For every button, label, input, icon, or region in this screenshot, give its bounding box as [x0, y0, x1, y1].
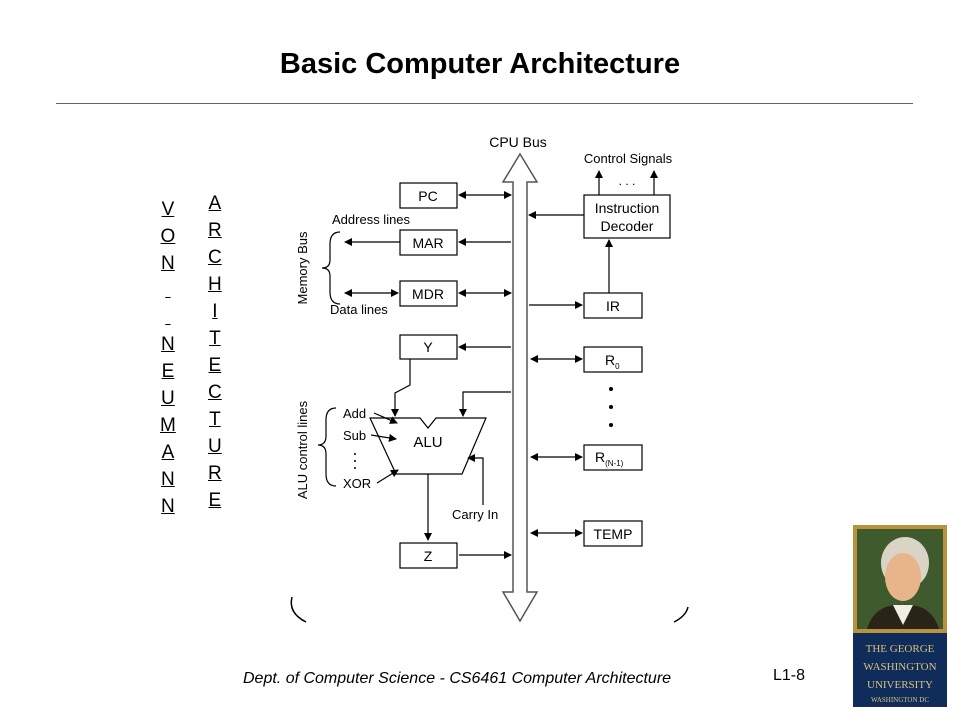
r0-register-box — [583, 346, 643, 373]
register-ellipsis-dot-3 — [609, 423, 613, 427]
architecture-letter: A — [208, 193, 222, 214]
architecture-letter: C — [208, 247, 222, 268]
instruction-decoder-box — [583, 194, 671, 239]
architecture-letter: U — [208, 436, 222, 457]
ir-register-label: IR — [606, 298, 620, 314]
temp-register-label: TEMP — [594, 526, 633, 542]
alu-xor-arrow — [376, 469, 399, 484]
von-neumann-letter: N — [161, 334, 175, 355]
alu-sub-label: Sub — [343, 428, 366, 443]
slide-title: Basic Computer Architecture — [279, 48, 681, 80]
control-signals-label: Control Signals — [584, 151, 673, 166]
alu-control-dot-3 — [354, 467, 356, 469]
von-neumann-letter: O — [160, 226, 176, 247]
alu-control-dot-1 — [354, 453, 356, 455]
von-neumann-letter: V — [161, 199, 175, 220]
z-register-box — [399, 542, 458, 569]
alu-sub-arrow — [370, 433, 397, 442]
architecture-letter: E — [208, 490, 222, 511]
ir-register-box — [583, 292, 643, 319]
alu-add-label: Add — [343, 406, 366, 421]
left-border-arc — [290, 596, 307, 623]
architecture-letter: T — [209, 328, 221, 349]
carry-in-label: Carry In — [452, 507, 498, 522]
data-lines-label: Data lines — [330, 302, 388, 317]
address-lines-label: Address lines — [332, 212, 411, 227]
von-neumann-letter: A — [161, 442, 175, 463]
y-register-label: Y — [423, 339, 433, 355]
von-neumann-letter: E — [161, 361, 175, 382]
instruction-decoder-label-line1: Instruction — [595, 200, 660, 216]
logo-text-line3: UNIVERSITY — [867, 679, 933, 691]
rn-register-label: R(N-1) — [595, 449, 624, 468]
cpu-bus-arrow — [501, 152, 539, 623]
alu-add-arrow — [373, 412, 398, 424]
title-divider — [56, 103, 913, 104]
pc-register-label: PC — [418, 188, 437, 204]
logo-text-line2: WASHINGTON — [863, 661, 936, 673]
von-neumann-letter: N — [161, 253, 175, 274]
instruction-decoder-label-line2: Decoder — [601, 218, 654, 234]
architecture-letter: E — [208, 355, 222, 376]
memory-bus-brace — [321, 231, 341, 305]
right-border-arc — [673, 606, 689, 623]
alu-control-dot-2 — [354, 460, 356, 462]
logo-text-panel — [853, 633, 947, 707]
mar-register-box — [399, 229, 458, 256]
architecture-letter: R — [208, 220, 222, 241]
footer-department: Dept. of Computer Science - CS6461 Compu… — [243, 670, 672, 687]
logo-text-line1: THE GEORGE — [866, 643, 935, 655]
rn-register-box — [583, 444, 643, 471]
alu-shape — [369, 417, 487, 475]
mdr-register-label: MDR — [412, 286, 444, 302]
y-register-box — [399, 334, 458, 360]
logo-portrait-face — [885, 553, 921, 601]
von-neumann-letter: U — [161, 388, 175, 409]
alu-xor-label: XOR — [343, 476, 371, 491]
architecture-letter: H — [208, 274, 222, 295]
register-ellipsis-dot-2 — [609, 405, 613, 409]
alu-control-lines-label: ALU control lines — [295, 400, 310, 499]
logo-text-line4: WASHINGTON DC — [871, 696, 929, 704]
von-neumann-letter: N — [161, 469, 175, 490]
mar-register-label: MAR — [412, 235, 443, 251]
register-ellipsis-dot-1 — [609, 387, 613, 391]
control-signals-dots: . . . — [619, 174, 636, 188]
alu-label: ALU — [413, 434, 442, 451]
architecture-letter: R — [208, 463, 222, 484]
cpu-bus-label: CPU Bus — [489, 134, 547, 150]
y-to-alu-arrow — [391, 359, 411, 417]
alu-control-brace — [317, 407, 337, 487]
carry-in-arrow — [467, 454, 484, 505]
gwu-logo: THE GEORGE WASHINGTON UNIVERSITY WASHING… — [853, 525, 947, 707]
z-register-label: Z — [424, 548, 433, 564]
temp-register-box — [583, 520, 643, 547]
von-neumann-letter: M — [160, 415, 176, 436]
architecture-letter: C — [208, 382, 222, 403]
architecture-letter: I — [212, 301, 218, 322]
memory-bus-label: Memory Bus — [295, 231, 310, 304]
pc-register-box — [399, 182, 458, 209]
mdr-register-box — [399, 280, 458, 307]
bus-to-alu-arrow — [459, 391, 511, 417]
logo-portrait-collar — [893, 605, 913, 625]
architecture-letter: T — [209, 409, 221, 430]
slide-number: L1-8 — [773, 667, 806, 684]
r0-register-label: R0 — [605, 352, 620, 371]
von-neumann-letter: N — [161, 496, 175, 517]
